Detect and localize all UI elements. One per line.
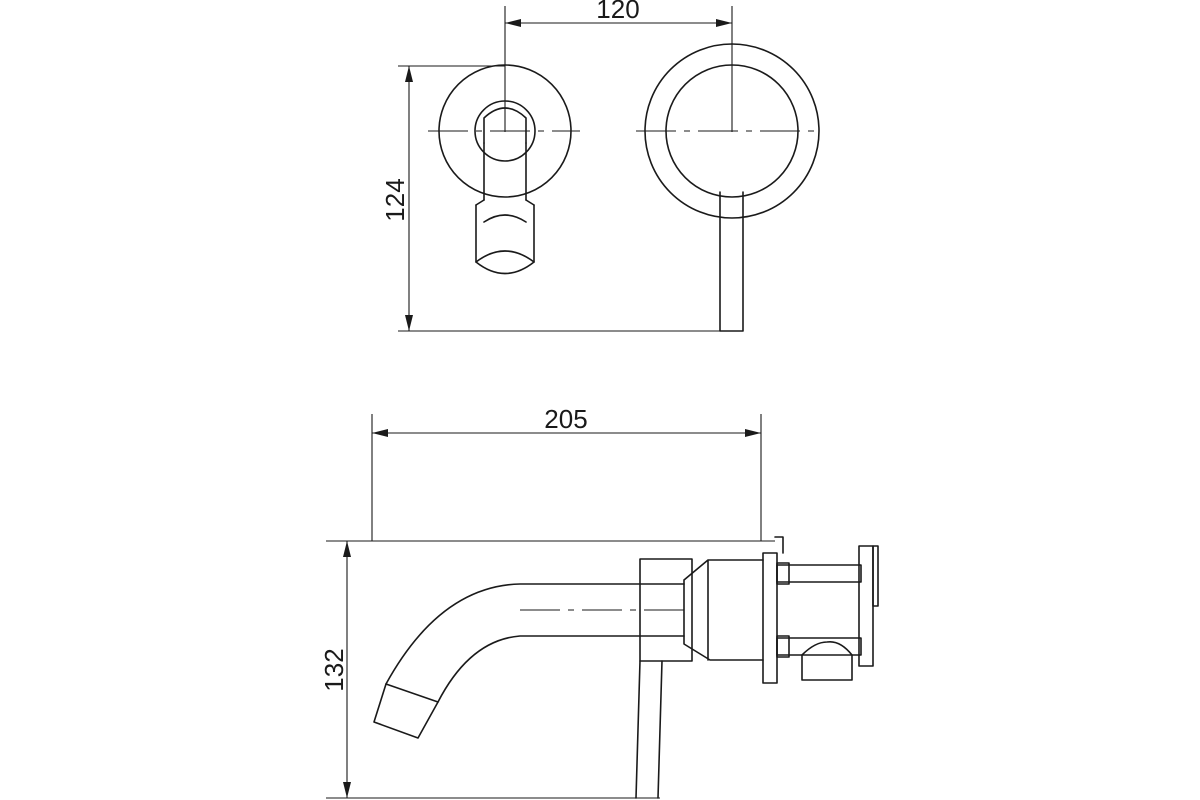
spout-transition-front bbox=[475, 199, 535, 223]
dim-120-arrow-right bbox=[716, 19, 732, 27]
dim-205-arrow-right bbox=[745, 429, 761, 437]
rear-cap bbox=[872, 545, 879, 607]
side-view: 205 132 bbox=[319, 404, 879, 799]
dim-205-arrow-left bbox=[372, 429, 388, 437]
spout-tip-side bbox=[373, 683, 439, 739]
front-view: 120 124 bbox=[380, 0, 822, 332]
spout-side-inner bbox=[437, 635, 685, 703]
spout-lower-front bbox=[475, 204, 535, 263]
dim-120-label: 120 bbox=[596, 0, 639, 24]
spout-side-outer bbox=[385, 583, 685, 685]
wall-plate bbox=[762, 552, 778, 684]
dim-132-arrow-bottom bbox=[343, 782, 351, 798]
dim-205-label: 205 bbox=[544, 404, 587, 434]
dim-132-label: 132 bbox=[319, 648, 349, 691]
dim-124-label: 124 bbox=[380, 178, 410, 221]
dim-120-arrow-left bbox=[505, 19, 521, 27]
wall-plate-lip bbox=[774, 536, 784, 554]
handle-lever-side bbox=[635, 660, 663, 799]
dim-124-arrow-top bbox=[405, 66, 413, 82]
spout-outlet-front bbox=[475, 250, 535, 275]
lower-rod-collar bbox=[776, 635, 790, 658]
spout-neck-front bbox=[483, 142, 527, 201]
upper-rod-collar bbox=[776, 562, 790, 585]
handle-lever-front bbox=[719, 191, 744, 332]
valve-body-side bbox=[683, 559, 764, 661]
dim-132-arrow-top bbox=[343, 541, 351, 557]
spout-collar bbox=[639, 558, 693, 662]
dim-124-arrow-bottom bbox=[405, 315, 413, 331]
cartridge-knob bbox=[801, 640, 853, 681]
